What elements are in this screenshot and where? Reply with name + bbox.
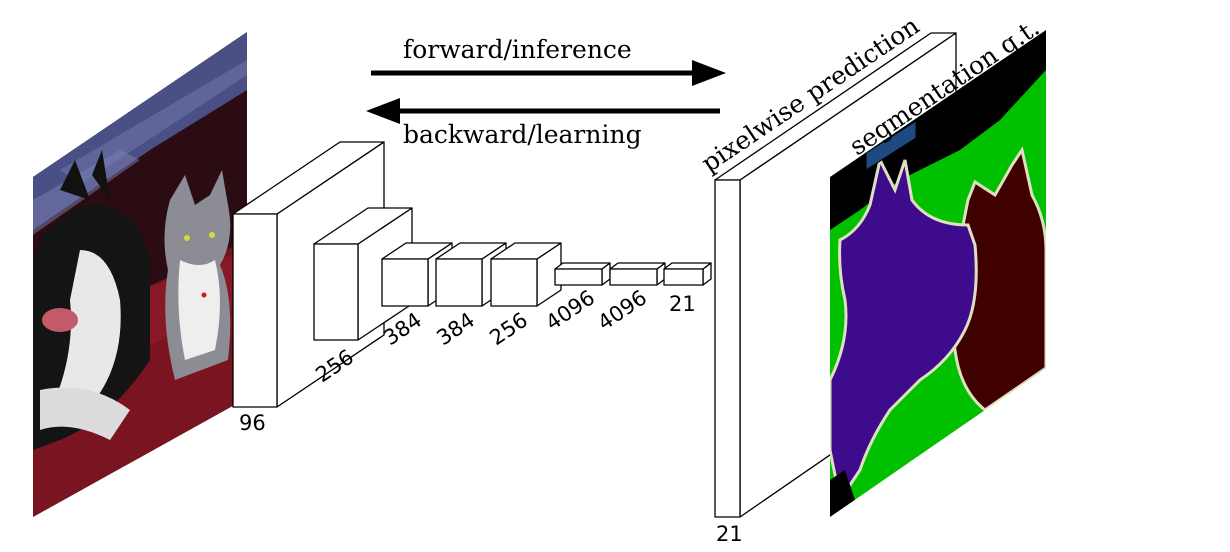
forward-arrow (371, 60, 726, 86)
layer-fc7-box (609, 262, 666, 286)
layer-label-384-b: 384 (432, 308, 479, 350)
input-photo (33, 32, 247, 517)
layer-conv5-box (490, 242, 562, 307)
layer-score-box (663, 262, 712, 286)
layer-label-96: 96 (239, 411, 266, 435)
layer-label-21: 21 (669, 292, 696, 316)
layer-label-4096-b: 4096 (593, 285, 651, 335)
layer-label-256-b: 256 (485, 308, 532, 350)
backward-label: backward/learning (403, 120, 642, 149)
prediction-channels-label: 21 (716, 522, 743, 546)
layer-fc6-box (554, 262, 611, 286)
gt-plate-accent (865, 120, 917, 171)
backward-arrow (366, 98, 720, 124)
forward-label: forward/inference (403, 35, 632, 64)
